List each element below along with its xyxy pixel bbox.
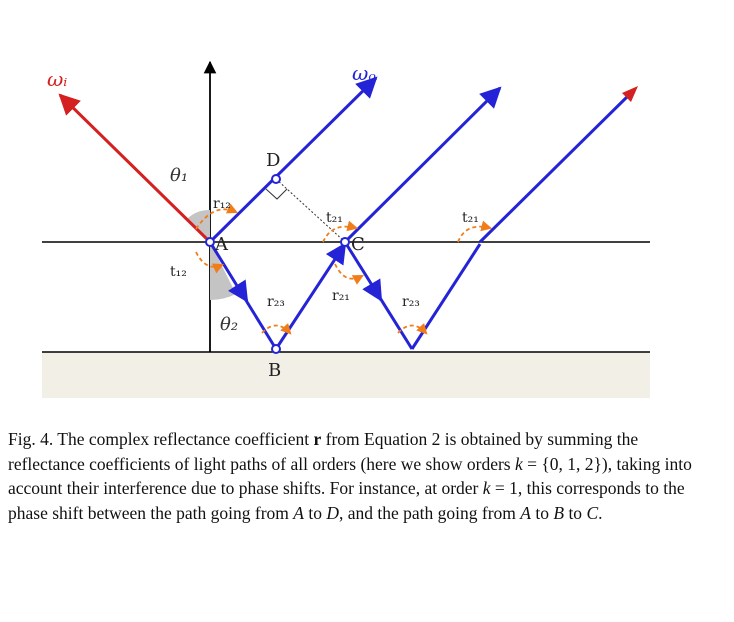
r12-arc — [195, 203, 238, 230]
t21-arc-1 — [322, 220, 359, 243]
point-A-label: A — [214, 234, 229, 255]
outgoing-ray-third-line — [478, 90, 634, 244]
r23-label-2: r₂₃ — [402, 294, 420, 310]
path-second-up — [410, 243, 482, 350]
outgoing-ray-third-arrowhead — [622, 86, 638, 102]
caption-k2: k — [482, 478, 491, 498]
point-C-marker — [340, 237, 350, 247]
t21-arc-2 — [457, 220, 493, 243]
substrate — [42, 352, 650, 398]
arrow-AB-mid — [227, 279, 249, 303]
incident-label: ωᵢ — [47, 67, 67, 91]
point-A-marker — [205, 237, 215, 247]
r23-label-1: r₂₃ — [267, 294, 285, 310]
caption-part8: . — [598, 502, 603, 523]
caption-C: C — [586, 502, 599, 523]
outgoing-label: ωₒ — [352, 61, 376, 85]
thin-film-diagram: ωᵢ ωₒ θ₁ θ₂ A B C D r₁₂ t₁₂ t₂₁ t₂₁ r₂₁ … — [42, 60, 650, 398]
caption-part7: to — [564, 502, 587, 523]
theta1-label: θ₁ — [170, 165, 188, 186]
r23-arc-2 — [397, 323, 428, 335]
r21-arc — [334, 263, 364, 285]
point-B-label: B — [268, 360, 281, 381]
caption-r-symbol: r — [313, 429, 322, 449]
figure-caption: Fig. 4. The complex reflectance coeffici… — [8, 427, 698, 525]
caption-part6: to — [530, 502, 554, 523]
arrow-C-down-mid — [362, 278, 383, 302]
caption-A2: A — [520, 502, 531, 523]
caption-D: D — [326, 502, 339, 523]
caption-part5: , and the path going from — [339, 502, 521, 523]
point-C-label: C — [351, 234, 365, 255]
caption-k1: k — [514, 453, 523, 474]
point-D-label: D — [266, 150, 280, 171]
caption-B: B — [553, 502, 565, 523]
dotted-line-CD — [275, 178, 346, 243]
point-D-marker — [271, 174, 281, 184]
right-angle-marker-D — [265, 188, 288, 200]
caption-part3: = 1, this corresponds to the phase shift… — [8, 478, 685, 523]
caption-prefix: Fig. 4. The complex reflectance coeffici… — [8, 429, 314, 449]
caption-A1: A — [293, 502, 304, 523]
reflected-ray-A — [208, 76, 378, 244]
caption-part2: = {0, 1, 2}), taking into account their … — [8, 453, 692, 499]
t12-arc — [195, 251, 224, 274]
r12-label: r₁₂ — [213, 196, 231, 212]
point-B-marker — [271, 344, 281, 354]
outgoing-ray-C — [343, 86, 502, 244]
theta2-label: θ₂ — [220, 314, 238, 335]
t21-label-1: t₂₁ — [326, 210, 343, 226]
incident-ray — [58, 93, 212, 244]
r21-label: r₂₁ — [332, 288, 350, 304]
caption-part1: from Equation 2 is obtained by summing t… — [8, 429, 639, 474]
caption-part4: to — [303, 502, 327, 523]
t12-label: t₁₂ — [170, 264, 187, 280]
t21-label-2: t₂₁ — [462, 210, 479, 226]
r23-arc-1 — [261, 323, 292, 335]
